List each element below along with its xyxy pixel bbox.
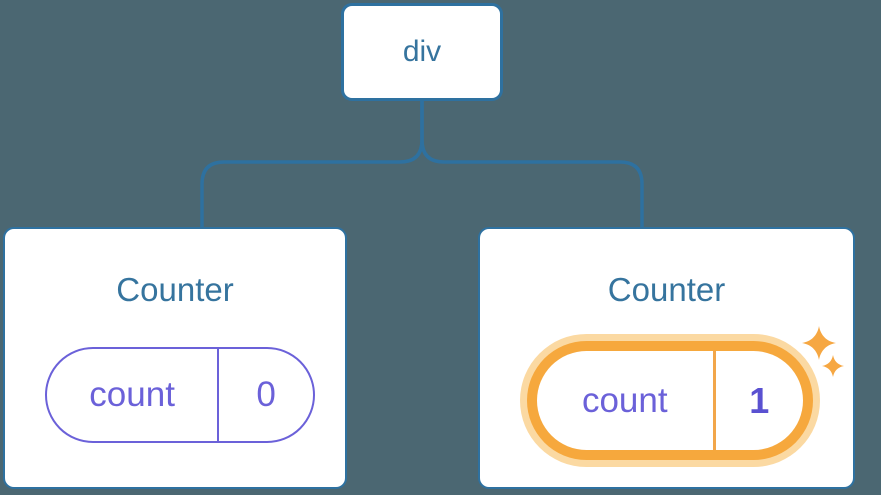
counter-card-right-title: Counter: [607, 271, 726, 308]
counter-card-left: Counter count 0: [3, 227, 347, 489]
state-pill-highlight-ring: count 1: [527, 341, 813, 460]
connector-left-branch: [200, 101, 424, 230]
state-pill-highlight-halo: count 1: [520, 334, 820, 467]
state-pill-right: count 1: [537, 351, 803, 450]
root-node-label: div: [402, 35, 442, 68]
counter-card-left-title: Counter: [116, 271, 234, 308]
state-value-right: 1: [749, 379, 770, 421]
state-key-left: count: [47, 349, 220, 441]
state-value-left: 0: [256, 375, 276, 414]
root-node-div: div: [341, 3, 503, 101]
state-key-right: count: [537, 351, 716, 450]
state-pill-left: count 0: [45, 347, 315, 443]
counter-card-right: Counter count 1: [478, 227, 855, 489]
connector-right-branch: [420, 101, 644, 230]
